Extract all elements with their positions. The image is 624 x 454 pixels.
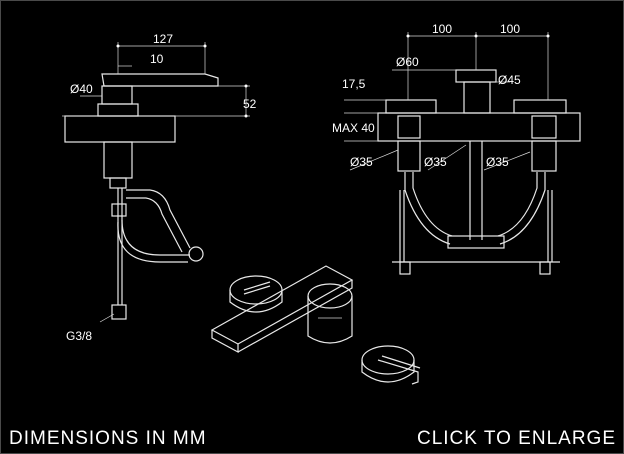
right-dim-hole-left: Ø35 [350, 155, 373, 169]
left-dim-diameter: Ø40 [70, 82, 93, 96]
right-dim-height: 17,5 [342, 77, 366, 91]
left-dim-width: 127 [153, 32, 173, 46]
left-side-view [62, 42, 250, 323]
enlarge-link[interactable]: CLICK TO ENLARGE [416, 428, 616, 449]
right-dim-hole-right: Ø35 [486, 155, 509, 169]
right-deck-slab [377, 112, 581, 142]
right-front-view [344, 32, 581, 275]
right-dim-right-spacing: 100 [500, 22, 520, 36]
right-dim-hole-mid: Ø35 [424, 155, 447, 169]
left-lever [101, 73, 219, 87]
right-dim-handle-diameter: Ø45 [498, 73, 521, 87]
isometric-view [210, 265, 421, 385]
right-dim-max-deck: MAX 40 [332, 121, 375, 135]
right-dim-spout-diameter: Ø60 [396, 55, 419, 69]
left-connection-label: G3/8 [66, 329, 92, 343]
left-dim-height: 52 [243, 97, 257, 111]
dimensions-caption: DIMENSIONS IN MM [9, 428, 207, 449]
right-dim-left-spacing: 100 [432, 22, 452, 36]
left-deck-slab [64, 115, 176, 143]
left-dim-offset: 10 [150, 52, 164, 66]
